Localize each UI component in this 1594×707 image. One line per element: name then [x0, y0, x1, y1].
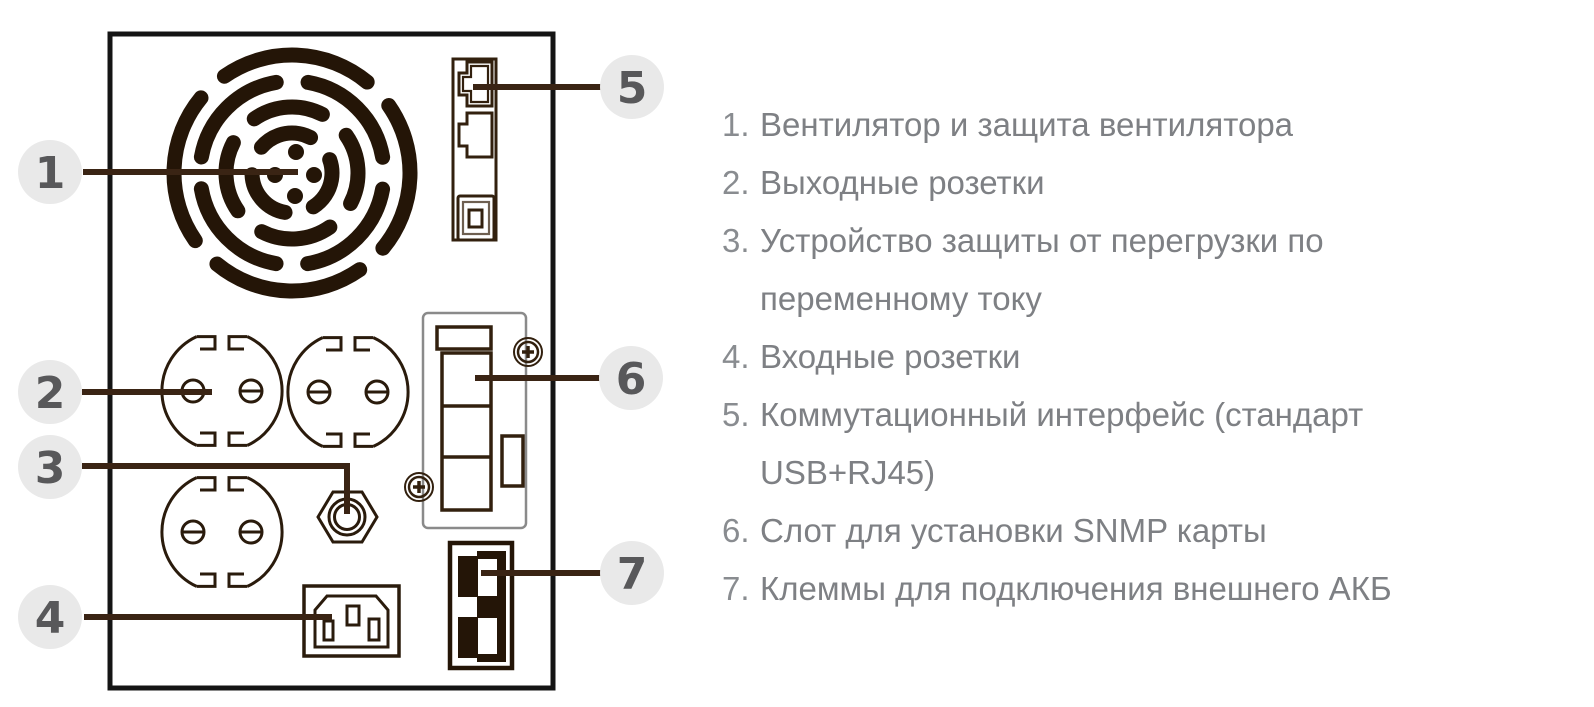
legend-item-4: 4. Входные розетки [722, 328, 1392, 386]
callout-number: 3 [35, 443, 66, 494]
legend-item-5: 5. Коммутационный интерфейс (стандарт US… [722, 386, 1392, 502]
usb-port-icon [456, 194, 496, 242]
callout-7: 7 [600, 541, 664, 605]
leader-lines [82, 84, 601, 620]
legend-item-text: Клеммы для подключения внешнего АКБ [760, 570, 1392, 607]
fan-icon [166, 47, 418, 299]
callout-6: 6 [599, 346, 663, 410]
callout-3: 3 [18, 435, 82, 499]
callout-1: 1 [18, 140, 82, 204]
legend-item-7: 7. Клеммы для подключения внешнего АКБ [722, 560, 1392, 618]
screw-icon [513, 337, 543, 367]
legend-item-number: 1. [722, 106, 750, 143]
legend-item-number: 7. [722, 570, 750, 607]
callout-4: 4 [18, 585, 82, 649]
legend-item-text: Вентилятор и защита вентилятора [760, 106, 1294, 143]
legend-item-text: Входные розетки [760, 338, 1021, 375]
callout-number: 4 [35, 593, 66, 644]
callout-number: 2 [35, 368, 66, 419]
callout-number: 5 [617, 63, 648, 114]
comm-interface-icon [451, 57, 498, 242]
legend-item-text: Выходные розетки [760, 164, 1045, 201]
legend-item-3: 3. Устройство защиты от перегрузки по пе… [722, 212, 1392, 328]
ups-rear-panel-diagram: 1 2 3 4 5 6 7 [0, 0, 700, 707]
outlet-icon [160, 476, 284, 588]
screw-icon [404, 472, 434, 502]
legend-item-1: 1. Вентилятор и защита вентилятора [722, 96, 1392, 154]
rj45-port-icon [457, 60, 494, 108]
iec-inlet-icon [302, 584, 401, 658]
legend-item-number: 6. [722, 512, 750, 549]
legend-item-text: Слот для установки SNMP карты [760, 512, 1267, 549]
legend-item-2: 2. Выходные розетки [722, 154, 1392, 212]
callout-2: 2 [18, 360, 82, 424]
callout-5: 5 [600, 55, 664, 119]
legend-item-number: 4. [722, 338, 750, 375]
callouts: 1 2 3 4 5 6 7 [18, 55, 664, 649]
legend-item-number: 5. [722, 396, 750, 433]
outlet-icon [286, 336, 410, 448]
legend-item-text: Коммутационный интерфейс (стандарт USB+R… [760, 396, 1364, 491]
rj45-port-icon [457, 111, 494, 159]
callout-number: 6 [616, 354, 647, 405]
legend-item-number: 3. [722, 222, 750, 259]
legend-item-number: 2. [722, 164, 750, 201]
battery-terminal-icon [447, 540, 515, 671]
callout-number: 7 [617, 549, 648, 600]
snmp-slot-icon [404, 311, 543, 530]
legend-item-6: 6. Слот для установки SNMP карты [722, 502, 1392, 560]
legend-list: 1. Вентилятор и защита вентилятора 2. Вы… [722, 96, 1392, 618]
callout-number: 1 [35, 148, 66, 199]
leader-line-3 [82, 463, 350, 514]
legend-item-text: Устройство защиты от перегрузки по перем… [760, 222, 1324, 317]
